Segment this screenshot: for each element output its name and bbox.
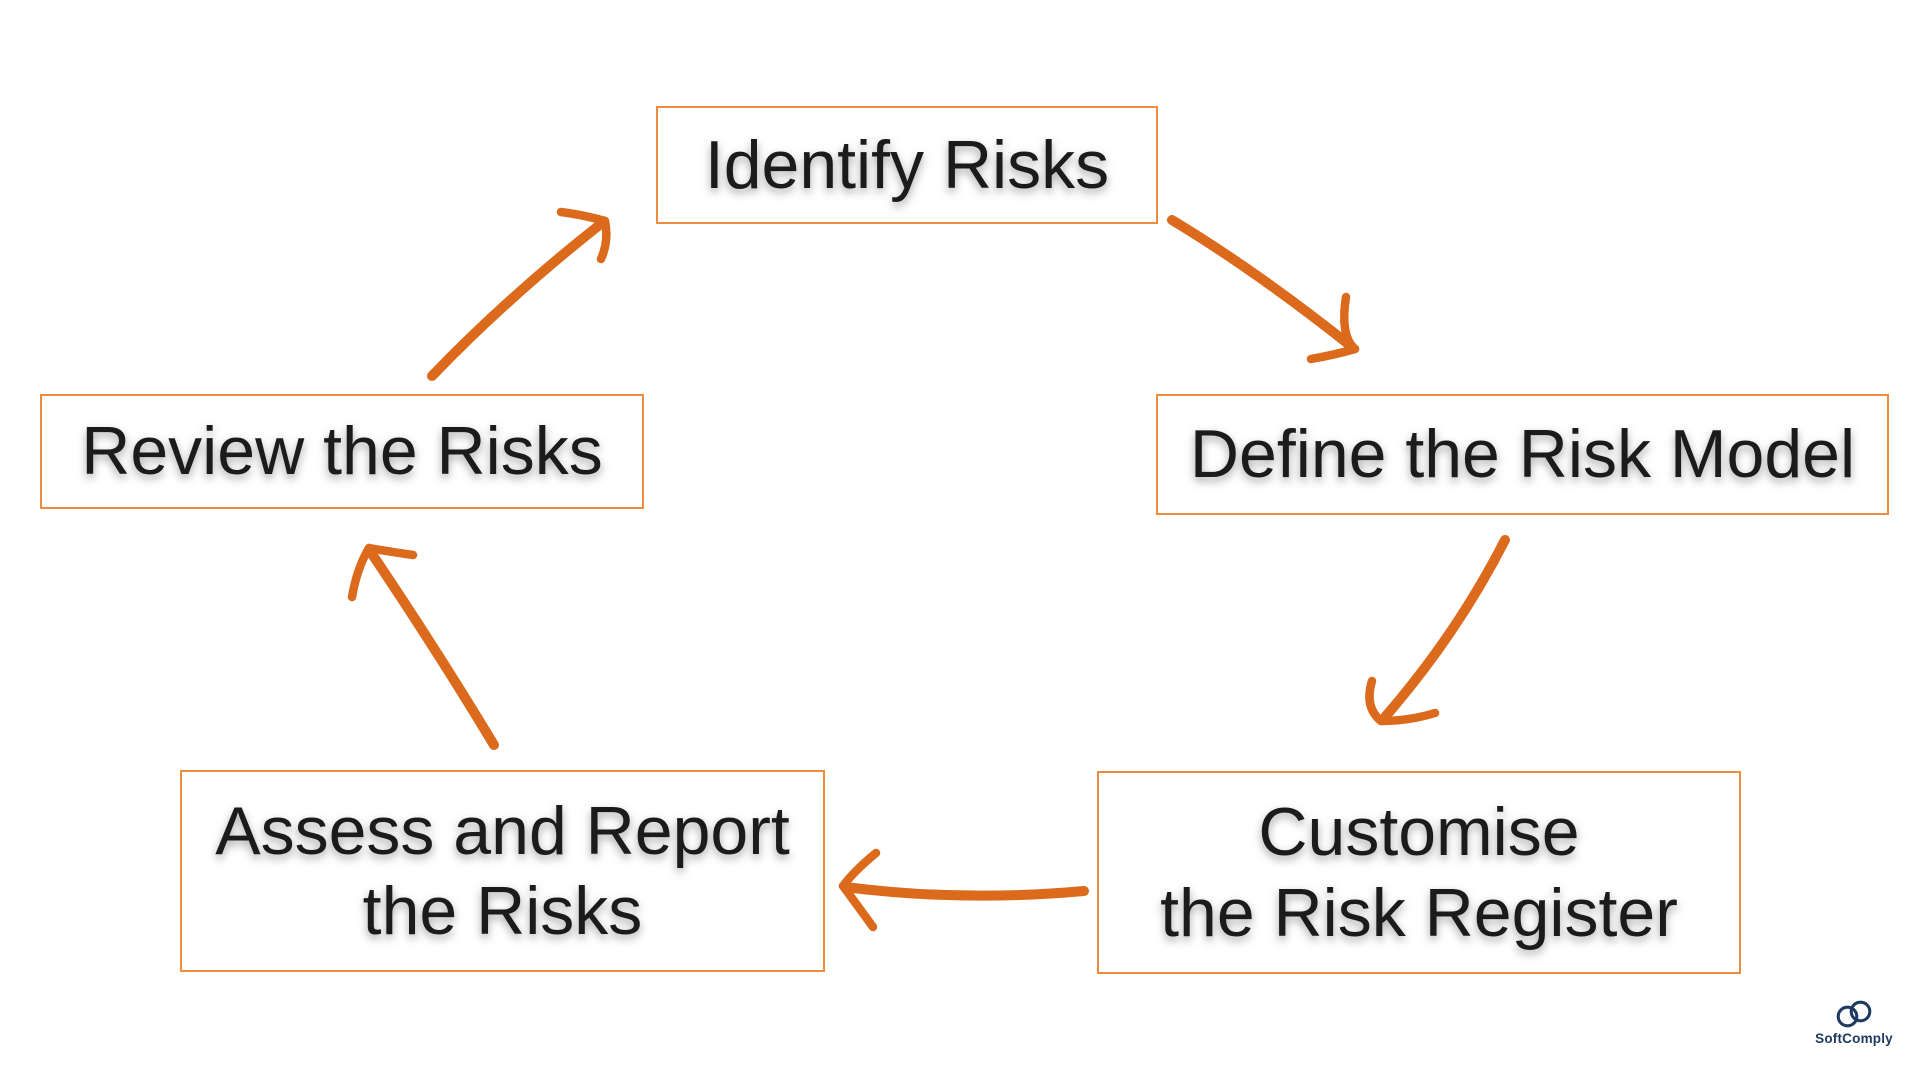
arrow-assess-to-review xyxy=(347,543,499,750)
node-label-line1: Assess and Report xyxy=(215,792,790,869)
node-identify-risks: Identify Risks xyxy=(656,106,1158,224)
arrow-identify-to-define xyxy=(1167,215,1360,364)
node-label: Define the Risk Model xyxy=(1189,416,1856,493)
node-assess-report-risks: Assess and Report the Risks xyxy=(180,770,825,972)
node-label-line1: Customise xyxy=(1258,794,1580,871)
node-review-risks: Review the Risks xyxy=(40,394,644,509)
arrow-customise-to-assess xyxy=(838,848,1089,932)
softcomply-logo-text: SoftComply xyxy=(1815,1031,1893,1046)
softcomply-logo-icon xyxy=(1836,1000,1872,1028)
arrow-review-to-identify xyxy=(427,207,611,381)
node-label-line2: the Risk Register xyxy=(1160,874,1678,951)
softcomply-logo: SoftComply xyxy=(1806,1000,1902,1046)
arrow-define-to-customise xyxy=(1365,535,1510,726)
node-define-risk-model: Define the Risk Model xyxy=(1156,394,1889,515)
node-label-line2: the Risks xyxy=(362,873,643,949)
node-customise-risk-register: Customise the Risk Register xyxy=(1097,771,1741,974)
node-label: Identify Risks xyxy=(704,126,1110,203)
node-label: Review the Risks xyxy=(81,413,603,490)
